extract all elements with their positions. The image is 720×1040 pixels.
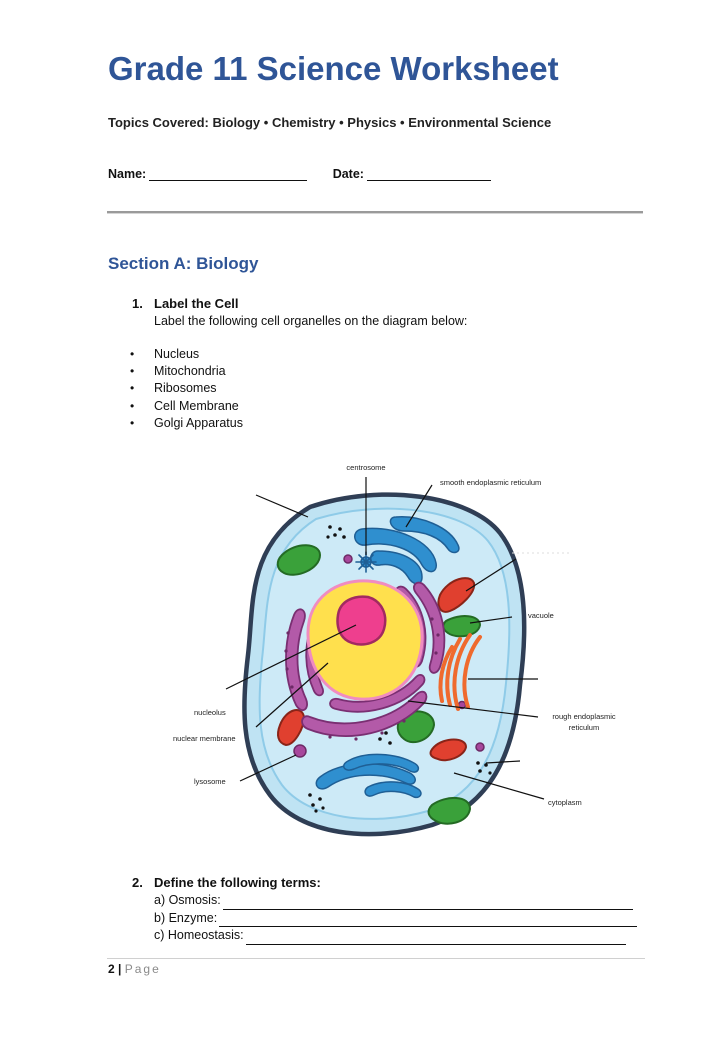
name-label: Name: [108, 167, 147, 181]
term-enzyme: b) Enzyme: [154, 910, 218, 925]
footer-separator: | [118, 962, 122, 976]
label-smooth-er: smooth endoplasmic reticulum [440, 478, 541, 487]
q2-number: 2. [132, 875, 143, 890]
name-date-row: Name: Date: [108, 167, 491, 181]
label-nucleolus: nucleolus [194, 708, 226, 717]
topics-covered: Topics Covered: Biology • Chemistry • Ph… [108, 115, 552, 130]
definition-list: a) Osmosis: b) Enzyme: c) Homeostasis: [154, 892, 638, 945]
q1-instruction: Label the following cell organelles on t… [154, 314, 468, 328]
osmosis-answer-line[interactable] [222, 897, 633, 910]
page-word: Page [124, 962, 161, 976]
date-label: Date: [332, 167, 364, 181]
section-a-heading: Section A: Biology [108, 254, 259, 273]
label-lysosome: lysosome [194, 777, 226, 786]
list-item: Nucleus [130, 346, 243, 363]
golgi-apparatus [438, 633, 482, 711]
definition-row-homeostasis: c) Homeostasis: [154, 927, 637, 945]
page-footer: 2 | Page [108, 962, 161, 976]
label-rough-er-line1: rough endoplasmic [552, 712, 616, 721]
label-centrosome: centrosome [346, 463, 385, 472]
organelle-list: Nucleus Mitochondria Ribosomes Cell Memb… [130, 346, 243, 432]
term-homeostasis: c) Homeostasis: [154, 928, 244, 942]
name-blank[interactable] [149, 167, 308, 181]
homeostasis-answer-line[interactable] [245, 932, 626, 945]
lysosomes [293, 554, 485, 758]
worksheet-title: Grade 11 Science Worksheet [108, 50, 559, 87]
definition-row-enzyme: b) Enzyme: [154, 910, 638, 927]
list-item: Mitochondria [130, 363, 243, 380]
q1-number: 1. [132, 296, 143, 311]
header-divider [107, 211, 643, 213]
smooth-er-bottom [315, 753, 422, 799]
definition-row-osmosis: a) Osmosis: [154, 892, 637, 910]
centrosome [355, 551, 377, 573]
list-item: Cell Membrane [130, 398, 243, 415]
q1-title: Label the Cell [154, 296, 239, 311]
label-vacuole: vacuole [528, 611, 554, 620]
footer-divider [107, 958, 645, 959]
term-osmosis: a) Osmosis: [154, 893, 221, 907]
smooth-er-top [354, 516, 460, 585]
enzyme-answer-line[interactable] [219, 914, 638, 927]
date-blank[interactable] [366, 167, 491, 181]
rough-er-ribosomes [284, 617, 440, 741]
label-leader-lines [225, 477, 545, 800]
page-number: 2 [108, 962, 115, 976]
q2-title: Define the following terms: [154, 875, 321, 890]
nucleus [306, 579, 424, 701]
mitochondria [277, 577, 476, 762]
vacuoles [276, 544, 481, 825]
label-cytoplasm: cytoplasm [548, 798, 582, 807]
label-nuclear-membrane: nuclear membrane [173, 734, 236, 743]
list-item: Ribosomes [130, 380, 243, 397]
list-item: Golgi Apparatus [130, 415, 243, 432]
cell-diagram: centrosome smooth endoplasmic reticulum … [173, 463, 616, 837]
label-rough-er-line2: reticulum [569, 723, 599, 732]
